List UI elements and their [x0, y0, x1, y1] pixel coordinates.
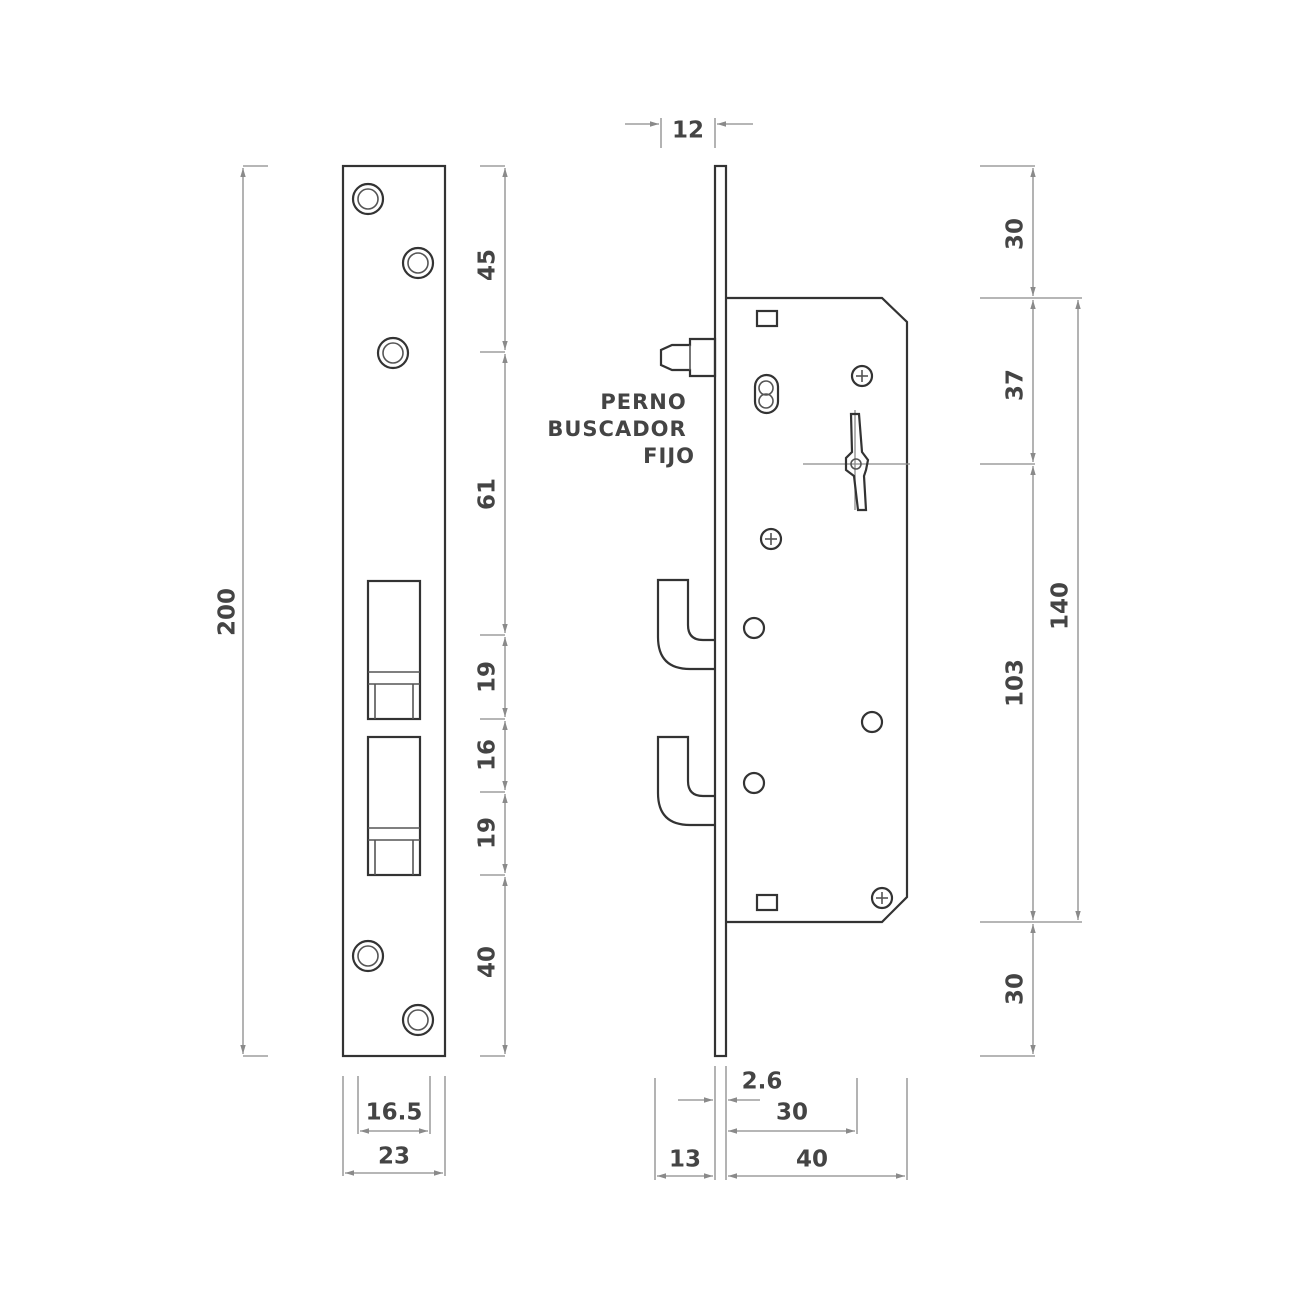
- screw-hole: [401, 1003, 435, 1037]
- dim-label-side-seg: 37: [1003, 369, 1029, 401]
- front-view: 200 45 61 19 16 19 40: [215, 164, 508, 1176]
- dim-label-side-backset: 30: [776, 1100, 808, 1126]
- hook-bolt-upper: [656, 578, 715, 671]
- cylinder-cam: [803, 410, 910, 512]
- case-hole: [742, 771, 766, 795]
- screw-hole: [407, 1009, 429, 1031]
- dim-label-front-height: 200: [215, 588, 241, 636]
- dim-front-height: [240, 165, 268, 1057]
- dim-label-front-seg: 19: [475, 817, 501, 849]
- spindle-circle: [758, 380, 774, 396]
- locating-pin-label: PERNO BUSCADOR FIJO: [547, 390, 695, 468]
- screw-hole: [357, 188, 379, 210]
- dim-label-front-seg: 16: [475, 739, 501, 771]
- screw-hole: [351, 939, 385, 973]
- dim-label-side-top-offset: 12: [672, 118, 704, 144]
- case-slot: [755, 309, 779, 328]
- hook-bolt-opening-upper: [366, 579, 422, 721]
- hook-bolt-opening-lower: [366, 735, 422, 877]
- side-view: PERNO BUSCADOR FIJO 12 30 37 103: [547, 118, 1082, 1180]
- dim-front-widths: [342, 1076, 446, 1176]
- screw-hole: [407, 252, 429, 274]
- spindle-slot: [753, 373, 780, 415]
- screw-hole: [376, 336, 410, 370]
- dim-side-bottom: [654, 1066, 908, 1180]
- screw-hole: [382, 342, 404, 364]
- case-screw: [850, 364, 874, 388]
- faceplate-screw-holes: [351, 182, 435, 1037]
- lock-case: [726, 296, 909, 924]
- spindle-circle: [758, 393, 774, 409]
- screw-hole: [351, 182, 385, 216]
- dim-label-side-seg: 103: [1003, 659, 1029, 707]
- dim-label-side-case-depth: 40: [796, 1147, 828, 1173]
- faceplate: [341, 164, 447, 1058]
- dim-front-segments: [480, 165, 508, 1057]
- dim-label-side-plate-thickness: 2.6: [742, 1069, 783, 1095]
- dim-label-side-bolt-projection: 13: [669, 1147, 701, 1173]
- dim-label-front-seg: 19: [475, 661, 501, 693]
- dim-side-top-offset: [625, 118, 753, 148]
- case-hole: [742, 616, 766, 640]
- case-slot: [755, 893, 779, 912]
- dim-label-side-seg: 30: [1003, 973, 1029, 1005]
- dim-label-front-seg: 45: [475, 249, 501, 281]
- screw-hole: [357, 945, 379, 967]
- dim-label-front-seg: 40: [475, 946, 501, 978]
- side-faceplate: [713, 164, 728, 1058]
- dim-label-front-seg: 61: [475, 478, 501, 510]
- case-screw: [870, 886, 894, 910]
- dim-label-front-outer-width: 23: [378, 1144, 410, 1170]
- case-screw: [759, 527, 783, 551]
- dim-side-segments: [980, 165, 1082, 1057]
- dim-label-front-inner-width: 16.5: [366, 1100, 423, 1126]
- case-hole: [860, 710, 884, 734]
- locating-pin: [659, 337, 717, 378]
- dim-label-side-case-height: 140: [1048, 582, 1074, 630]
- hook-bolt-lower: [656, 735, 715, 827]
- dim-label-side-seg: 30: [1003, 218, 1029, 250]
- screw-hole: [401, 246, 435, 280]
